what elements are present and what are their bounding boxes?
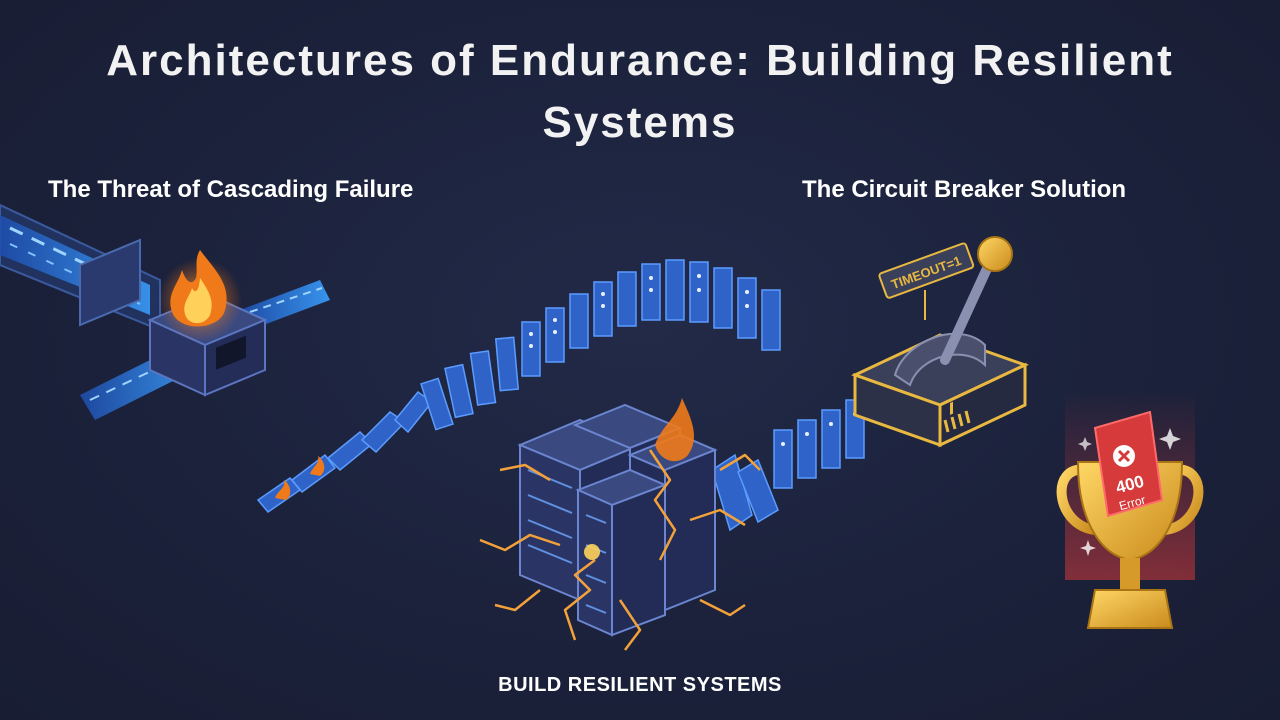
error-label-text: Error xyxy=(1118,493,1147,513)
page-title: Architectures of Endurance: Building Res… xyxy=(106,36,1174,147)
error-x-icon xyxy=(1113,445,1135,467)
trophy-icon xyxy=(1056,390,1204,629)
footer-caption: BUILD RESILIENT SYSTEMS xyxy=(498,674,782,696)
server-rack-icon xyxy=(479,398,761,651)
fire-icon xyxy=(158,250,242,342)
lever-switch-icon xyxy=(851,236,1029,448)
section-label-circuit-breaker: The Circuit Breaker Solution xyxy=(802,176,1127,203)
pipe-network xyxy=(0,203,330,420)
section-label-cascading-failure: The Threat of Cascading Failure xyxy=(48,176,414,203)
domino-chain-icon xyxy=(256,259,865,532)
